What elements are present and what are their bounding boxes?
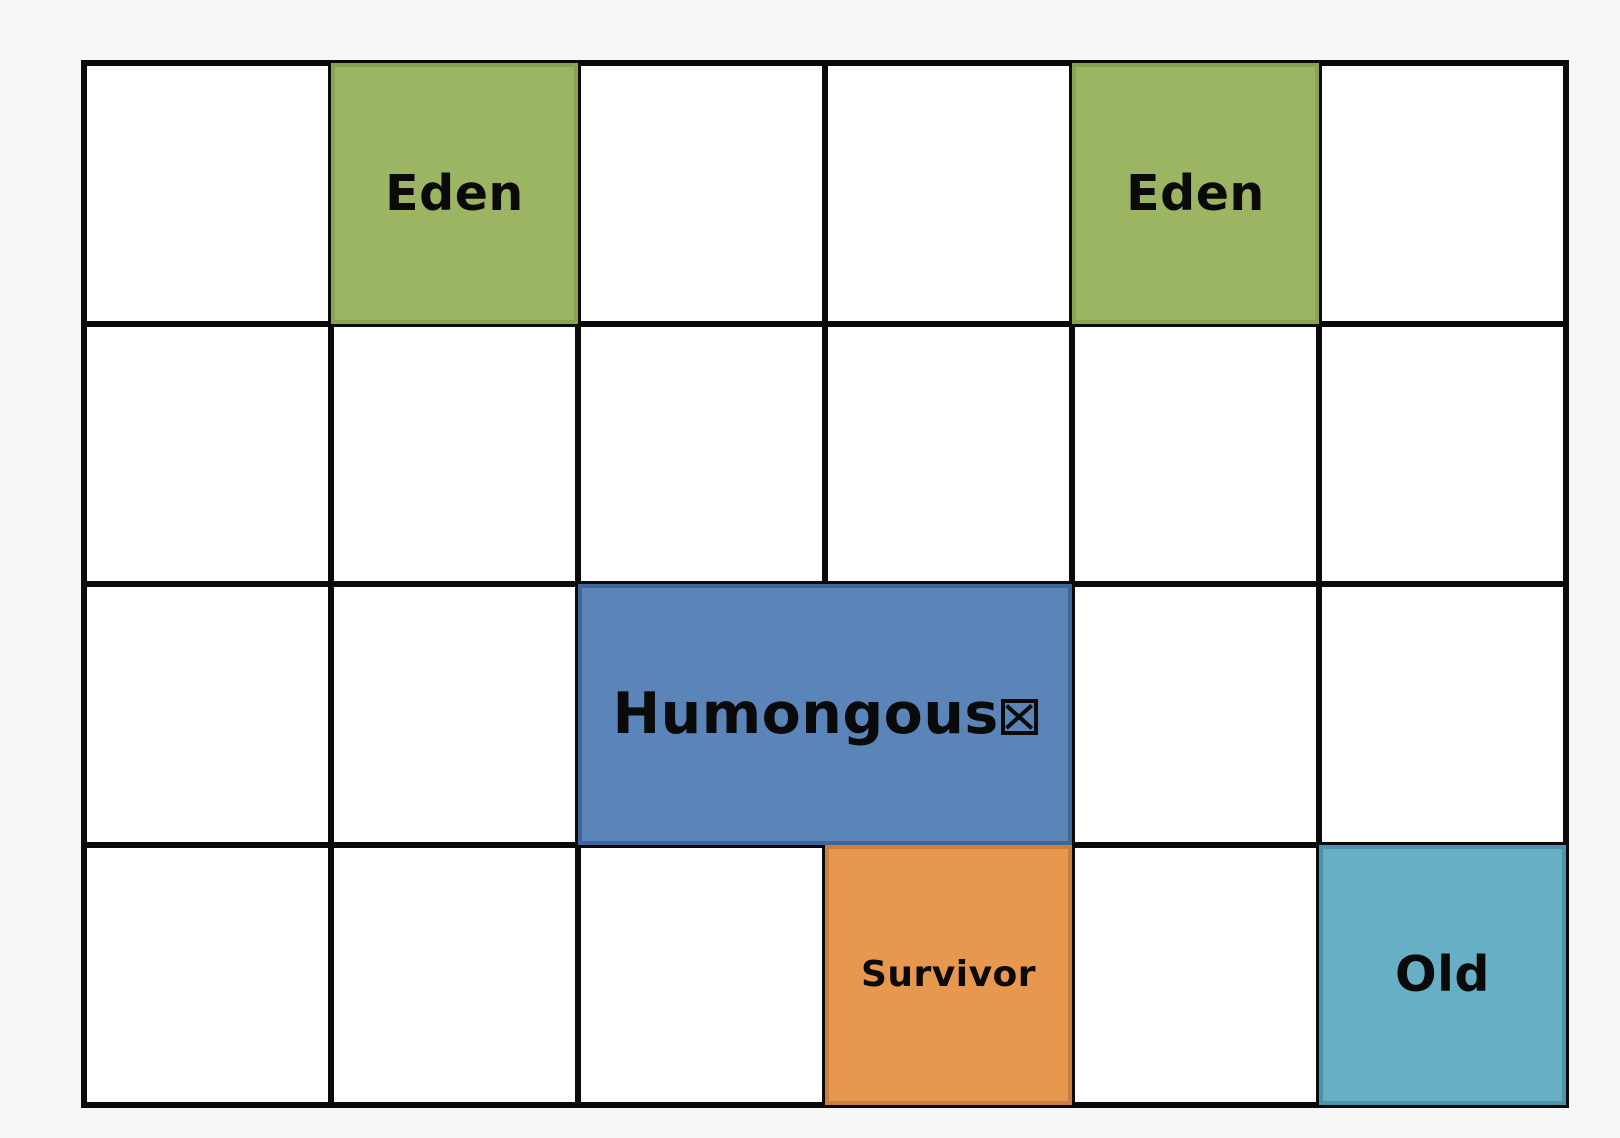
region-humongous-label: Humongous	[612, 685, 1038, 743]
region-old[interactable]: Old	[1319, 844, 1566, 1105]
grid-cell-r3c1	[84, 584, 331, 845]
grid-cell-r2c3	[578, 323, 825, 584]
grid-cell-r1c1	[84, 63, 331, 324]
grid-cell-r3c2	[331, 584, 578, 845]
region-old-label: Old	[1394, 946, 1491, 1004]
grid-cell-r2c5	[1072, 323, 1319, 584]
grid-cell-r1c3	[578, 63, 825, 324]
region-survivor[interactable]: Survivor	[825, 844, 1072, 1105]
grid-cell-r2c6	[1319, 323, 1566, 584]
grid-cell-r4c1	[84, 844, 331, 1105]
grid-cell-r4c5	[1072, 844, 1319, 1105]
grid-cell-r2c2	[331, 323, 578, 584]
region-humongous[interactable]: Humongous	[578, 584, 1072, 845]
memory-region-grid: Eden Eden Humongous Survivor Old	[81, 60, 1569, 1108]
grid-cell-r1c4	[825, 63, 1072, 324]
region-eden-left[interactable]: Eden	[331, 63, 578, 324]
region-eden-right[interactable]: Eden	[1072, 63, 1319, 324]
grid-cell-r3c5	[1072, 584, 1319, 845]
region-humongous-label-text: Humongous	[612, 680, 999, 747]
region-blocks: Eden Eden Humongous Survivor Old	[84, 63, 1566, 1105]
region-eden-left-label: Eden	[385, 164, 524, 222]
region-eden-right-label: Eden	[1126, 164, 1265, 222]
grid-cell-r2c1	[84, 323, 331, 584]
grid-cell-r4c3	[578, 844, 825, 1105]
grid-cell-r4c2	[331, 844, 578, 1105]
region-survivor-label: Survivor	[860, 953, 1037, 995]
grid-cell-r3c6	[1319, 584, 1566, 845]
missing-glyph-box-icon	[1001, 698, 1038, 736]
grid-cell-r1c6	[1319, 63, 1566, 324]
grid-cell-r2c4	[825, 323, 1072, 584]
